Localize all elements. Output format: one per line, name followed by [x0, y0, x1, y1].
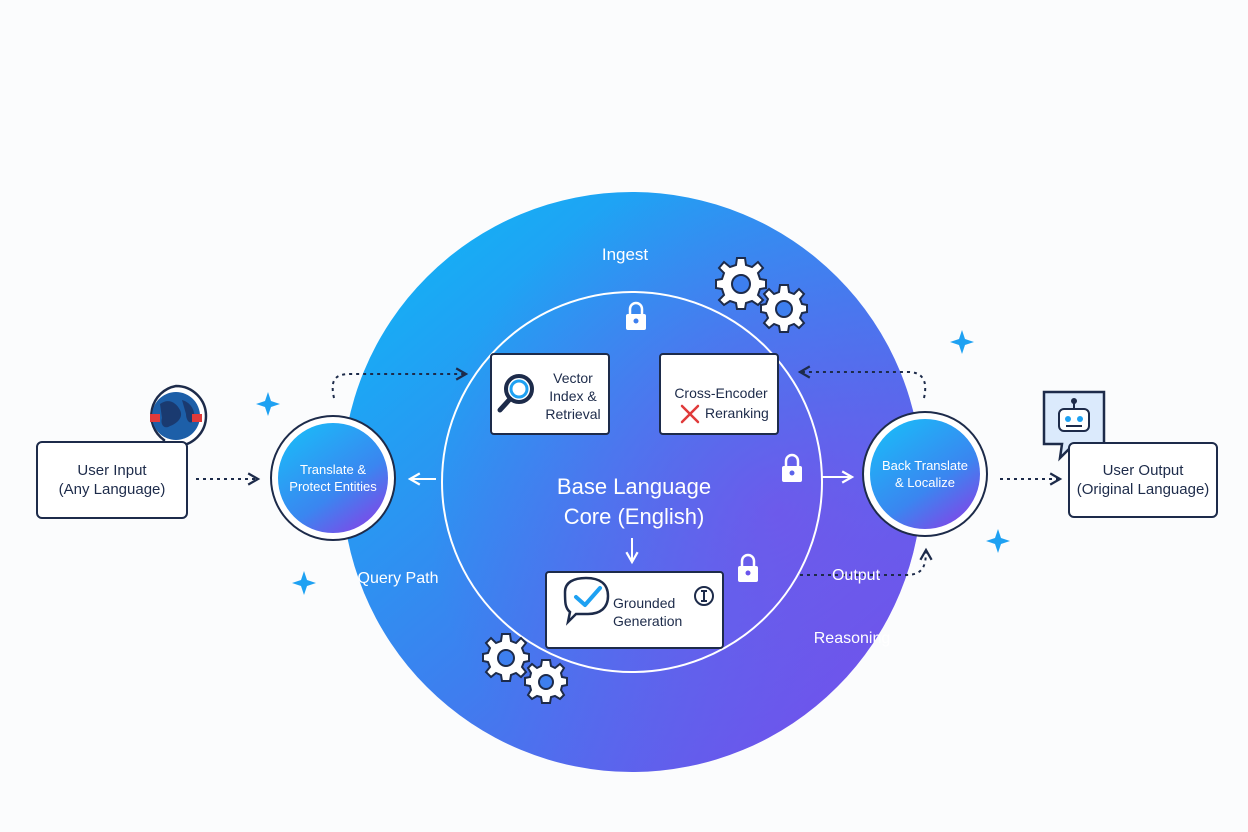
back-node: Back Translate & Localize — [870, 444, 980, 504]
output-label: Output — [832, 567, 881, 584]
vector-icon-overlay — [497, 374, 534, 413]
user-output-line2: (Original Language) — [1076, 481, 1210, 498]
sparkle-icon — [256, 330, 1010, 595]
user-input-line2: (Any Language) — [58, 481, 166, 498]
globe-chat-icon — [150, 384, 208, 459]
arrow-output-to-back — [800, 547, 933, 576]
x-mark-icon — [679, 404, 701, 424]
gears-icon-bottom — [482, 633, 568, 704]
translate-node: Translate & Protect Entities — [278, 448, 388, 508]
translate-node-line1: Translate & — [300, 462, 366, 477]
vector-index-box: Vector Index & Retrieval — [490, 353, 610, 435]
user-output-line1: User Output — [1102, 462, 1184, 479]
lock-icon — [626, 301, 802, 582]
back-node-fill — [870, 419, 980, 529]
translate-node-line2: Protect Entities — [289, 479, 377, 494]
reasoning-label: Reasoning — [814, 630, 891, 647]
ingest-label: Ingest — [602, 245, 649, 264]
user-input-box: User Input (Any Language) — [36, 441, 188, 519]
gears-icon-top — [715, 257, 808, 333]
grounded-line1: Grounded — [613, 595, 676, 611]
grounded-line2: Generation — [613, 613, 683, 629]
vector-line3: Retrieval — [545, 406, 601, 422]
grounded-icons — [563, 576, 714, 626]
arrow-translate-to-vector — [331, 367, 469, 399]
user-input-line1: User Input — [77, 462, 147, 479]
query-path-label: Query Path — [358, 570, 439, 587]
back-node-line2: & Localize — [895, 475, 955, 490]
rerank-line1: Cross-Encoder — [674, 385, 768, 401]
arrow-back-to-rerank — [797, 365, 927, 399]
user-output-box: User Output (Original Language) — [1068, 442, 1218, 518]
core-label-line1: Base Language — [557, 474, 711, 499]
vector-line1: Vector — [553, 370, 593, 386]
rerank-box: Cross-Encoder Reranking — [659, 353, 779, 435]
grounded-generation-box: Grounded Generation — [545, 571, 724, 649]
rerank-line2: Reranking — [705, 405, 769, 421]
translate-node-fill — [278, 423, 388, 533]
vector-line2: Index & — [549, 388, 597, 404]
core-label-line2: Core (English) — [564, 504, 705, 529]
robot-chat-icon — [1042, 390, 1106, 462]
main-circle-shade — [342, 192, 922, 772]
back-node-line1: Back Translate — [882, 458, 968, 473]
inner-ring — [441, 291, 823, 673]
